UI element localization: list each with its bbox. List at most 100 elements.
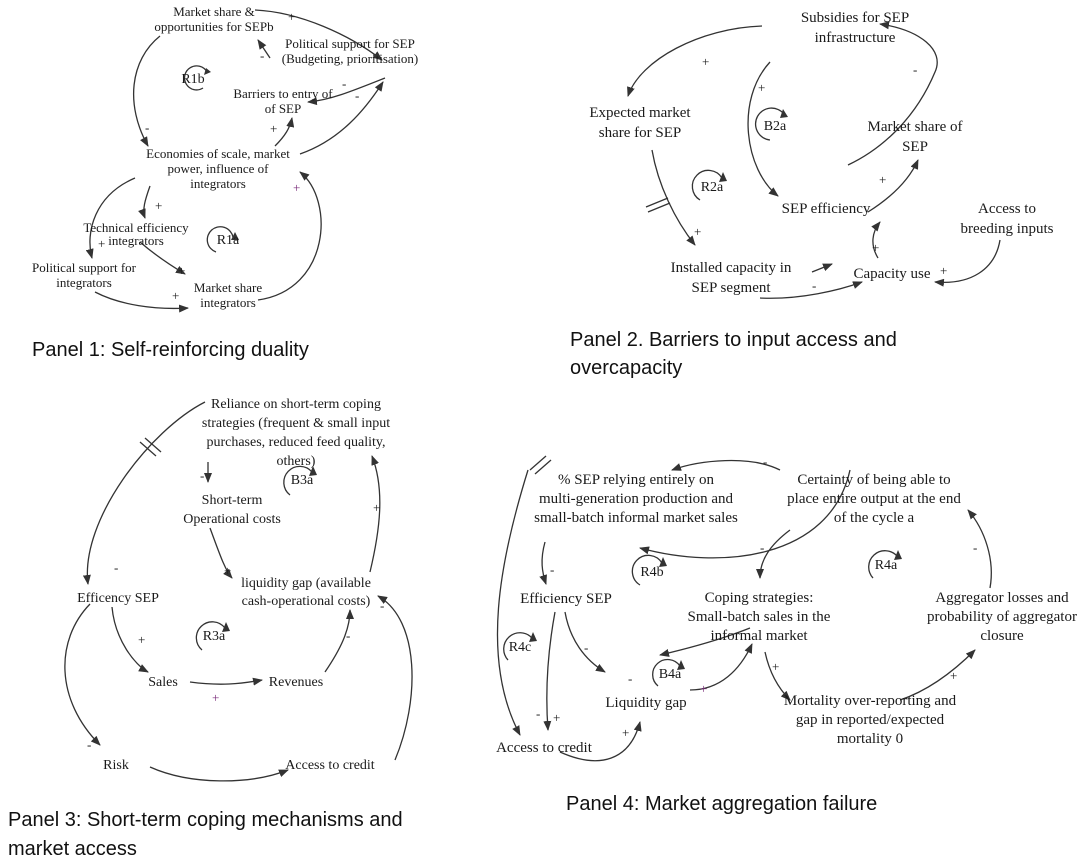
node-line: Coping strategies: [705, 590, 814, 606]
node-line: integrators [56, 275, 112, 290]
loop-arrow [206, 226, 234, 253]
node-line: SEP segment [691, 280, 771, 296]
polarity-sign: + [758, 80, 765, 95]
loop-arrow [195, 621, 226, 651]
node-line: Reliance on short-term coping [211, 397, 381, 412]
node-line: Access to credit [285, 758, 375, 773]
link [324, 609, 354, 673]
node-market-share-sep: Market share &opportunities for SEPb [154, 4, 273, 34]
polarity-sign: + [293, 180, 300, 195]
polarity-sign: - [760, 540, 764, 555]
link [867, 159, 919, 213]
link [257, 39, 271, 59]
node-line: Certainty of being able to [797, 472, 950, 488]
node-line: Short-term [202, 493, 263, 508]
loop-label: B3a [291, 473, 314, 488]
delay-mark [139, 441, 157, 457]
polarity-sign: - [536, 706, 540, 721]
node-line: Small-batch sales in the [688, 609, 831, 625]
polarity-sign: + [270, 121, 277, 136]
polarity-sign: + [98, 236, 105, 251]
loop-label: R4b [640, 565, 663, 580]
loop-label: R4c [509, 640, 532, 655]
polarity-sign: + [950, 668, 957, 683]
link [756, 529, 791, 579]
node-line: SEP efficiency [782, 201, 871, 217]
link [871, 221, 881, 259]
polarity-sign: + [178, 263, 185, 278]
loop-label: R1a [217, 233, 240, 248]
loop-arrow [631, 554, 663, 586]
node-line: Aggregator losses and [935, 590, 1069, 606]
loop-arrowhead [309, 466, 317, 476]
link [254, 9, 383, 61]
link [82, 401, 206, 585]
node-line: Market share & [173, 4, 255, 19]
link [64, 603, 101, 746]
loop-arrowhead [780, 109, 788, 118]
link [94, 291, 189, 313]
loop-marker-r1a: R1a [206, 226, 240, 253]
polarity-sign: + [212, 690, 219, 705]
node-line: others) [277, 454, 316, 469]
node-line: Political support for SEP [285, 36, 415, 51]
node-access-credit: Access to credit [496, 740, 593, 756]
node-line: Technical efficiency [83, 220, 189, 235]
link [899, 649, 976, 701]
polarity-sign: - [355, 88, 359, 103]
polarity-sign: - [114, 560, 118, 575]
panel-3-caption: Panel 3: Short-term coping mechanisms an… [8, 809, 403, 860]
svg-text:Political support for SEP(Budg: Political support for SEP(Budgeting, pri… [282, 36, 418, 66]
node-line: Capacity use [853, 266, 930, 282]
loop-marker-r4c: R4c [503, 632, 537, 661]
loop-arrow [652, 658, 681, 687]
link [132, 35, 161, 147]
loop-arrow [754, 107, 785, 141]
node-access-credit: Access to credit [285, 758, 375, 773]
node-line: power, influence of [168, 161, 270, 176]
panel-1: Market share &opportunities for SEPb Pol… [32, 4, 418, 361]
polarity-sign: + [172, 288, 179, 303]
node-risk: Risk [103, 758, 129, 773]
node-line: breeding inputs [961, 221, 1054, 237]
link [689, 643, 753, 691]
link [369, 455, 381, 573]
node-liquidity-gap: Liquidity gap [605, 695, 686, 711]
polarity-sign: - [87, 737, 91, 752]
loop-arrowhead [222, 622, 230, 632]
node-line: Efficency SEP [77, 591, 159, 606]
link [627, 25, 763, 97]
polarity-sign: - [550, 562, 554, 577]
loop-marker-b3a: B3a [283, 465, 317, 496]
loop-label: R1b [181, 72, 204, 87]
node-line: purchases, reduced feed quality, [206, 435, 385, 450]
loop-label: R3a [203, 629, 226, 644]
polarity-sign: + [373, 500, 380, 515]
polarity-sign: + [872, 240, 879, 255]
loop-marker-r4b: R4b [631, 554, 667, 586]
node-line: share for SEP [599, 125, 682, 141]
node-sep-efficiency: SEP efficiency [782, 201, 871, 217]
polarity-sign: - [628, 671, 632, 686]
loop-arrowhead [894, 550, 902, 560]
link [299, 81, 384, 155]
link [811, 263, 833, 273]
node-efficiency: Efficency SEP [77, 591, 159, 606]
loop-arrowhead [231, 232, 239, 240]
